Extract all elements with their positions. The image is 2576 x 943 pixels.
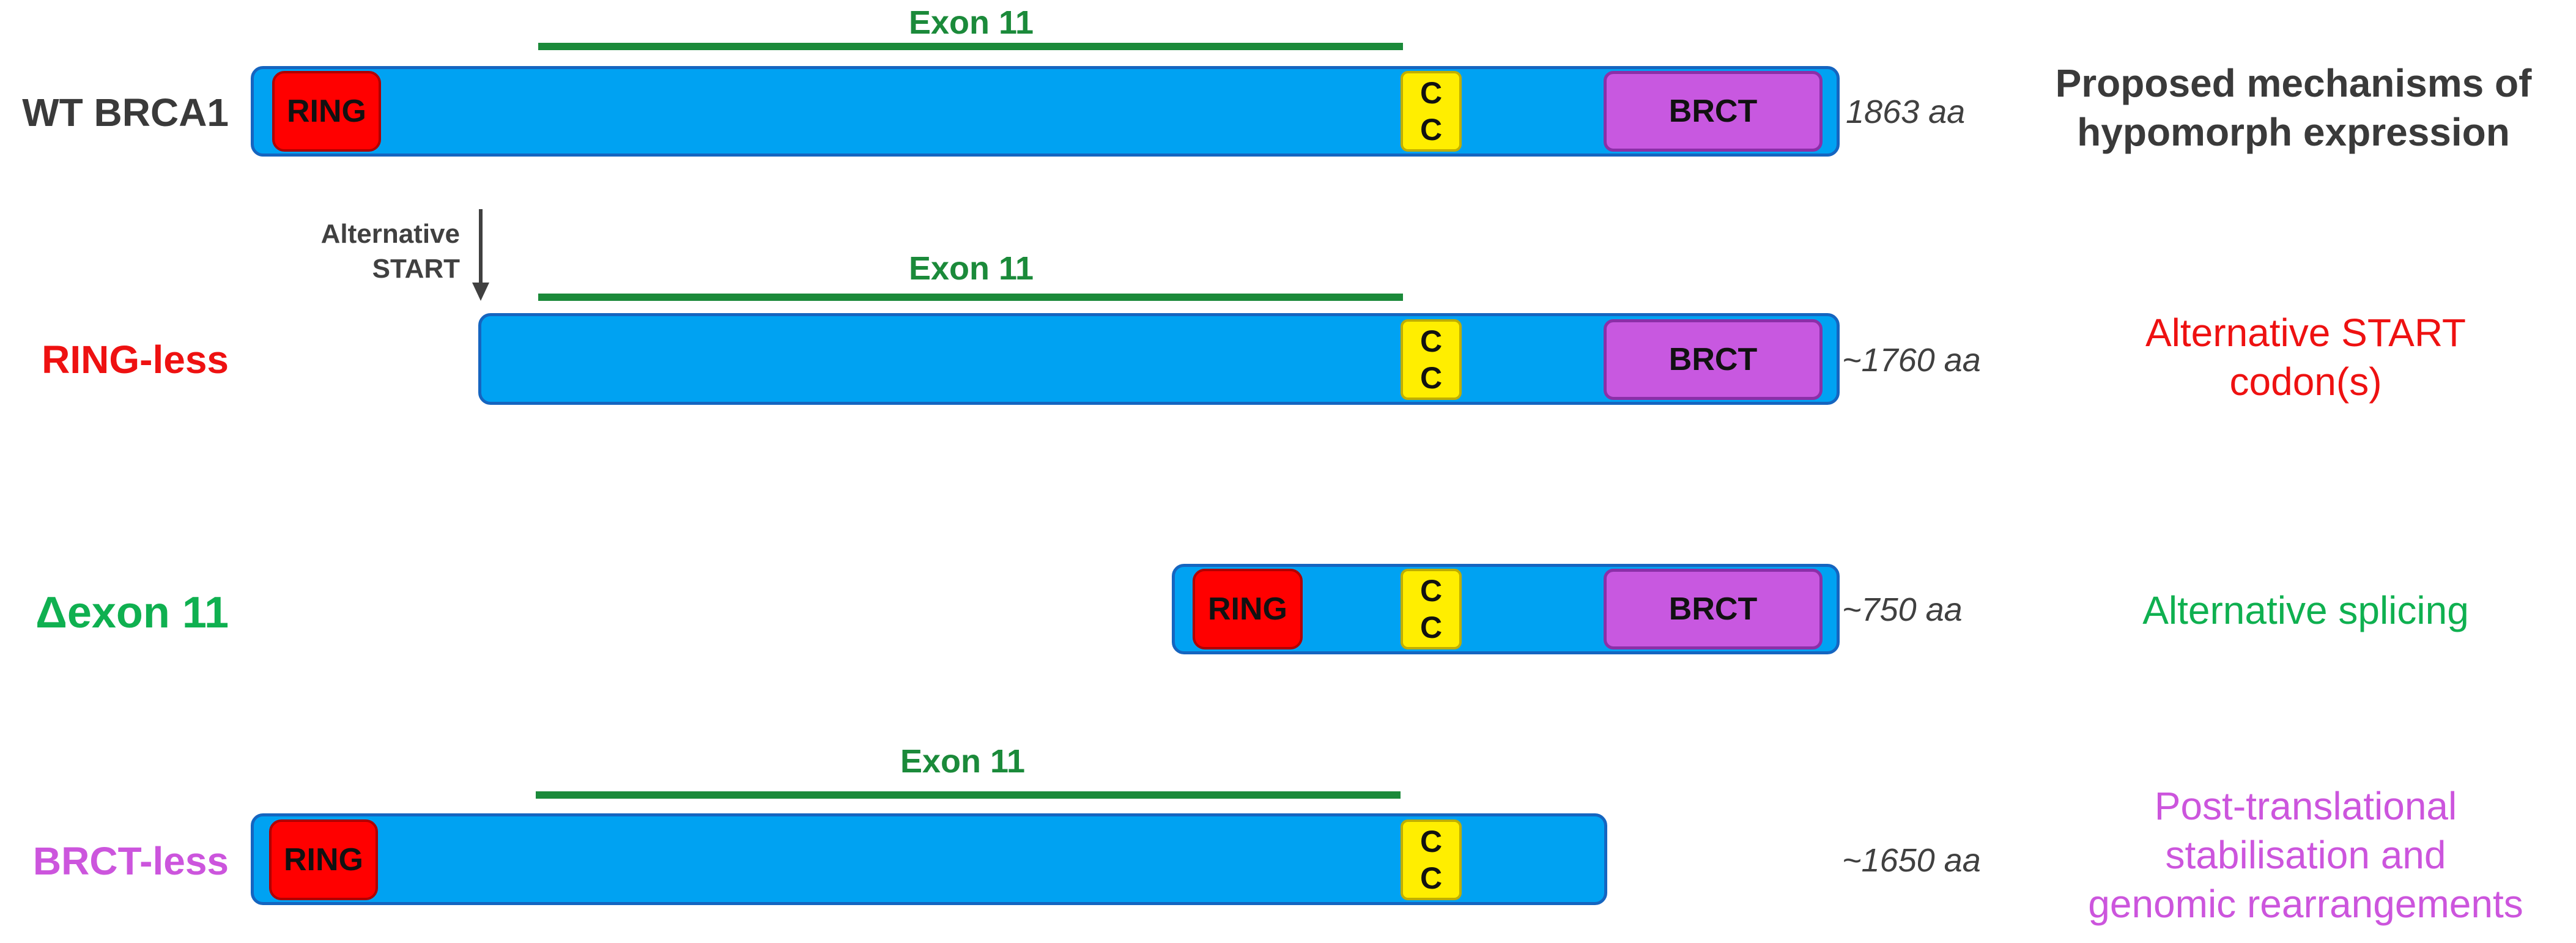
exon11-bar-ring-less <box>538 294 1403 301</box>
row-label-brct-less: BRCT-less <box>32 839 229 883</box>
brct-domain-delta-exon-11: BRCT <box>1604 569 1823 649</box>
cc-letter-top: C <box>1419 76 1443 110</box>
mechanism-line-3: genomic rearrangements <box>2088 882 2523 926</box>
exon11-label-ring-less: Exon 11 <box>908 250 1034 287</box>
exon11-bar-brct-less <box>536 791 1401 799</box>
mechanism-line-2: codon(s) <box>2229 360 2382 404</box>
cc-letter-bottom: C <box>1419 861 1443 895</box>
row-label-delta-exon-11: Δexon 11 <box>35 588 229 637</box>
coiled-coil-domain-brct-less: C C <box>1401 819 1462 900</box>
ring-domain-brct-less: RING <box>269 819 378 900</box>
mechanism-line-1: Post-translational <box>2154 784 2457 828</box>
cc-letter-bottom: C <box>1419 610 1443 645</box>
row-label-ring-less: RING-less <box>42 338 229 382</box>
ring-domain-wt: RING <box>272 71 381 152</box>
cc-letter-bottom: C <box>1419 113 1443 147</box>
mechanism-ring-less: Alternative START codon(s) <box>2030 308 2576 406</box>
cc-letter-top: C <box>1419 824 1443 859</box>
mechanisms-heading: Proposed mechanisms of hypomorph express… <box>2018 59 2569 157</box>
size-label-delta-exon-11: ~750 aa <box>1842 591 1963 628</box>
mechanism-line-2: stabilisation and <box>2165 833 2446 877</box>
heading-line-2: hypomorph expression <box>2077 110 2510 154</box>
alt-start-line-1: Alternative <box>320 219 460 249</box>
down-arrow-icon <box>472 209 489 301</box>
exon11-bar-wt <box>538 43 1403 50</box>
size-label-brct-less: ~1650 aa <box>1842 842 1981 879</box>
mechanism-line-1: Alternative START <box>2145 311 2467 355</box>
cc-letter-top: C <box>1419 574 1443 608</box>
exon11-label-brct-less: Exon 11 <box>900 743 1026 780</box>
cc-letter-top: C <box>1419 324 1443 358</box>
protein-bar-brct-less <box>251 813 1607 905</box>
size-label-wt: 1863 aa <box>1846 94 1966 130</box>
coiled-coil-domain-ring-less: C C <box>1401 319 1462 400</box>
brct-domain-ring-less: BRCT <box>1604 319 1823 400</box>
exon11-label-wt: Exon 11 <box>908 4 1034 41</box>
cc-letter-bottom: C <box>1419 361 1443 395</box>
alt-start-line-2: START <box>372 254 460 284</box>
mechanism-line-1: Alternative splicing <box>2142 588 2469 632</box>
row-label-wt-brca1: WT BRCA1 <box>22 91 229 135</box>
protein-bar-wt-brca1 <box>251 66 1840 157</box>
coiled-coil-domain-delta-exon-11: C C <box>1401 569 1462 649</box>
brct-domain-wt: BRCT <box>1604 71 1823 152</box>
heading-line-1: Proposed mechanisms of <box>2055 61 2532 105</box>
ring-domain-delta-exon-11: RING <box>1193 569 1303 649</box>
mechanism-brct-less: Post-translational stabilisation and gen… <box>2030 782 2576 928</box>
mechanism-delta-exon-11: Alternative splicing <box>2030 586 2576 635</box>
size-label-ring-less: ~1760 aa <box>1842 342 1981 379</box>
alternative-start-label: Alternative START <box>264 216 460 286</box>
coiled-coil-domain-wt: C C <box>1401 71 1462 152</box>
